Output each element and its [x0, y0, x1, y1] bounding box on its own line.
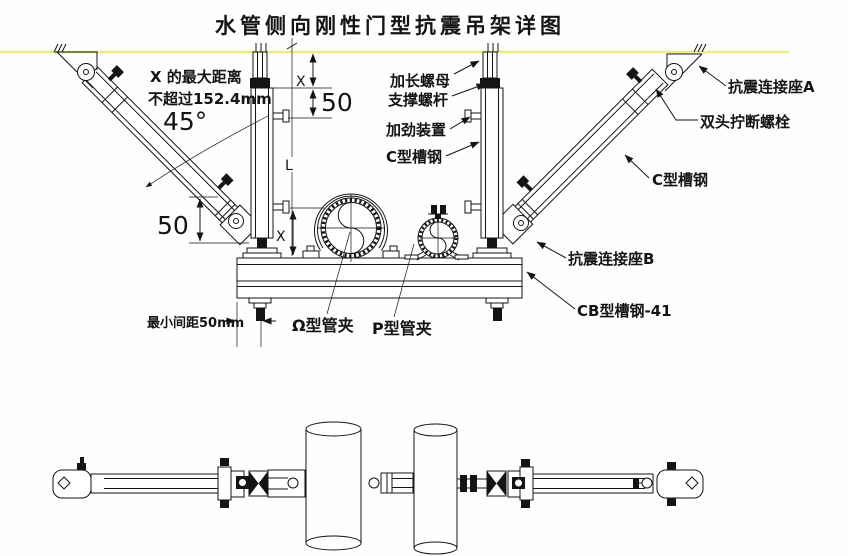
diagonal-brace-right	[492, 67, 669, 245]
dim-x-bottom: X	[276, 229, 286, 245]
note-line1: X 的最大距离	[150, 68, 242, 86]
dim-length: L	[285, 158, 293, 174]
dimension-left-50: 50	[157, 196, 249, 244]
label-cb-channel: CB型槽钢-41	[577, 302, 672, 320]
label-support-rod: 支撑螺杆	[387, 91, 448, 109]
rod-nut-stack-right	[472, 238, 512, 259]
clamp-labels: Ω型管夹 P型管夹	[292, 231, 432, 338]
plan-pipe-large	[305, 421, 362, 551]
label-extended-nut: 加长螺母	[389, 72, 450, 90]
section-break-symbol	[337, 202, 365, 254]
breakaway-bolt-bottom-right	[516, 175, 533, 192]
anchor-hatch-ticks	[53, 43, 707, 53]
section-break-symbol	[429, 221, 447, 255]
plan-left-clevis	[52, 457, 92, 499]
plan-channel-left	[90, 473, 219, 494]
rod-nut-stack-left	[242, 238, 282, 259]
dim-50-top: 50	[321, 88, 353, 117]
plan-between-connector	[368, 472, 414, 494]
dimension-min-spacing: 最小间距50mm	[147, 302, 276, 347]
label-c-channel-right: C型槽钢	[652, 171, 708, 189]
pipe-small	[417, 217, 459, 259]
stiffener-bolts-left	[272, 109, 290, 214]
plan-bolt-section-right	[457, 475, 487, 492]
plan-mid-connector-right	[507, 459, 534, 508]
right-vertical-channel	[464, 87, 504, 239]
bottom-cb-channel	[236, 257, 523, 299]
plan-channel-right	[532, 473, 654, 494]
plan-view	[52, 421, 704, 555]
stiffener-bolts-right	[464, 109, 482, 214]
plan-swivel-left	[248, 470, 269, 497]
breakaway-bolt-bottom-left	[217, 173, 234, 190]
label-seat-a: 抗震连接座A	[728, 78, 815, 96]
channel-bolt-right	[485, 297, 509, 321]
dim-x-top: X	[296, 74, 306, 90]
drawing-title: 水管侧向刚性门型抗震吊架详图	[215, 14, 565, 38]
plan-mid-connector-left	[217, 458, 249, 508]
part-labels-center: 加长螺母 支撑螺杆 加劲装置 C型槽钢	[385, 60, 486, 166]
seismic-seat-b-right	[513, 215, 529, 231]
plan-end-bolt-right	[633, 477, 653, 489]
label-omega-clamp: Ω型管夹	[292, 316, 354, 335]
label-seat-b: 抗震连接座B	[568, 250, 654, 268]
dimension-center: X 50 L X	[273, 38, 353, 256]
right-hanger-rod	[480, 51, 500, 88]
label-breakaway-bolt: 双头拧断螺栓	[700, 113, 790, 131]
breakaway-bolt-top-left	[107, 65, 124, 82]
extended-nut-left	[250, 78, 270, 88]
plan-swivel-right	[486, 470, 507, 497]
label-p-clamp: P型管夹	[372, 319, 432, 338]
pipe-large	[317, 194, 385, 262]
note-max-distance: X 的最大距离 不超过152.4mm	[148, 68, 272, 108]
dim-50-left: 50	[157, 211, 189, 240]
omega-pipe-clamp	[302, 193, 400, 259]
left-vertical-channel	[250, 87, 290, 239]
label-stiffener: 加劲装置	[385, 121, 446, 139]
label-c-channel-mid: C型槽钢	[386, 148, 442, 166]
angle-label: 45°	[163, 107, 207, 136]
plan-clamp-plate-left	[267, 469, 306, 498]
p-clamp-bolt	[428, 205, 448, 219]
dimension-angle-45: 45°	[145, 107, 269, 188]
seismic-seat-a-right	[664, 53, 703, 92]
extended-nut-right	[480, 78, 500, 88]
plan-pipe-small	[413, 423, 458, 555]
part-labels-right: 抗震连接座A 双头拧断螺栓 C型槽钢 抗震连接座B CB型槽钢-41	[526, 65, 815, 320]
channel-bolt-left	[248, 297, 272, 321]
note-line2: 不超过152.4mm	[148, 90, 272, 108]
seismic-seat-a-left	[55, 51, 98, 89]
left-hanger-rod	[250, 51, 270, 88]
seismic-seat-b-left	[228, 213, 244, 229]
p-pipe-clamp	[404, 205, 469, 261]
plan-right-clevis	[656, 462, 704, 506]
breakaway-bolt-top-right	[626, 67, 643, 84]
min-spacing-label: 最小间距50mm	[147, 315, 244, 331]
